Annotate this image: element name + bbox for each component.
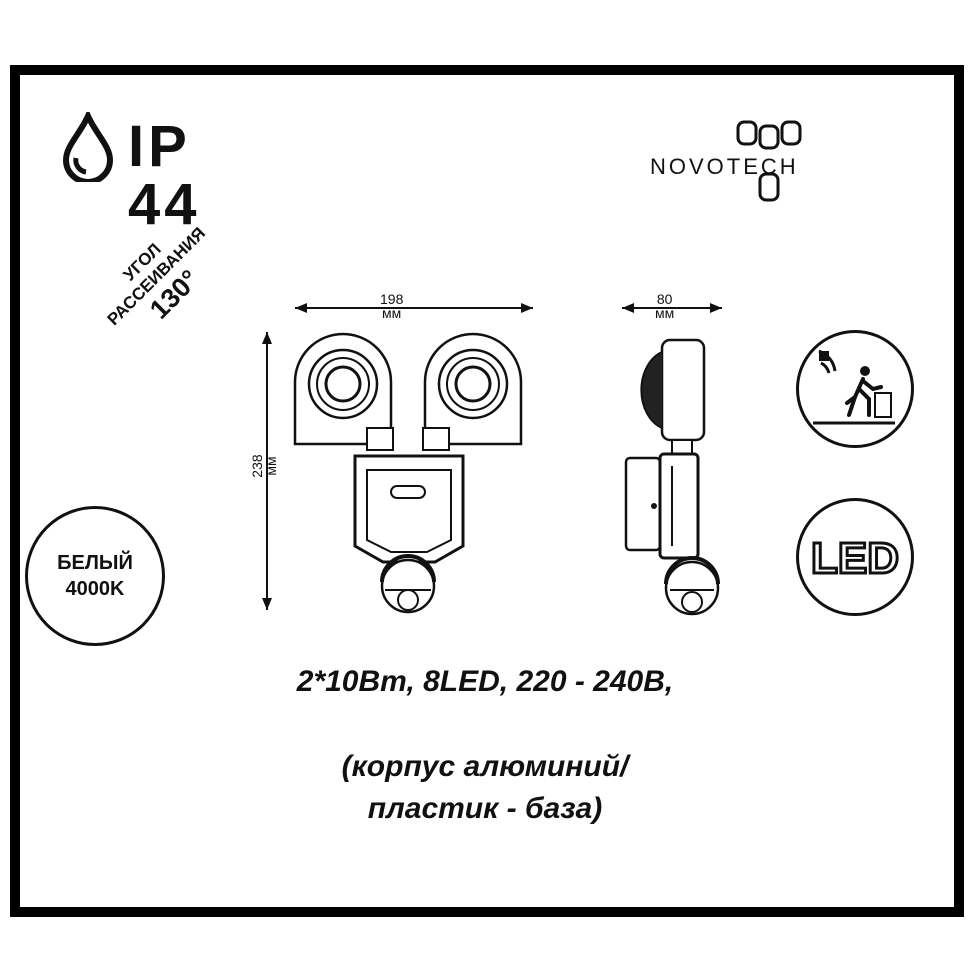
brand-logo: NOVOTECH [650,118,920,208]
water-drop-icon [62,112,114,182]
led-icon: LED [810,533,901,585]
width-unit: мм [382,305,402,321]
brand-logo-mark [736,120,802,202]
height-value: 238 [249,454,265,478]
side-view-drawing [622,303,722,616]
width-value: 198 [380,291,404,307]
spec-line-1: 2*10Вт, 8LED, 220 - 240В, [296,665,674,698]
brand-name: NOVOTECH [650,154,799,179]
motion-sensor-badge [796,330,914,448]
width-dimension: 198 мм [380,292,403,320]
depth-dimension: 80 мм [655,292,674,320]
motion-sensor-icon [813,349,895,425]
color-temp-line2: 4000K [65,578,125,600]
height-unit: мм [263,456,279,476]
front-view-drawing [262,303,533,614]
spec-line-2: (корпус алюминий/ [341,750,629,783]
led-badge: LED [796,498,914,616]
spec-line-3: пластик - база) [367,792,603,825]
color-temp-line1: БЕЛЫЙ [57,552,133,574]
color-temp-badge: БЕЛЫЙ 4000K [25,506,165,646]
outer-frame [10,65,964,917]
led-text: LED [811,534,899,583]
height-dimension: 238 мм [249,446,279,486]
ip-rating-text: IP 44 [128,114,201,237]
depth-value: 80 [656,291,673,307]
depth-unit: мм [655,305,675,321]
